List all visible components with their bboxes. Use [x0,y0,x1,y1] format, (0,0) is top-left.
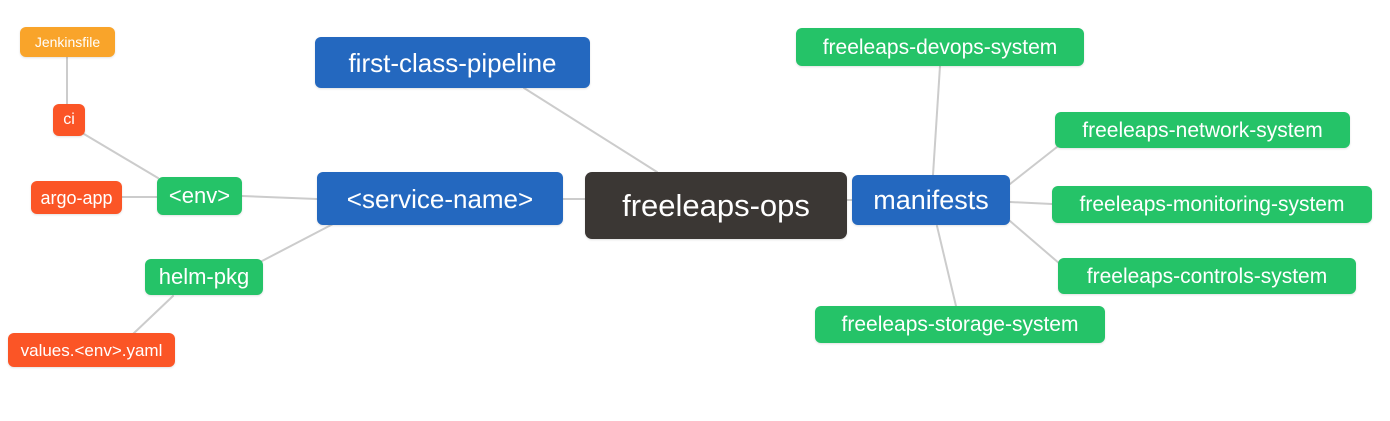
connector-env-service-name [241,195,318,200]
node-argo-app[interactable]: argo-app [31,181,122,214]
node-manifests[interactable]: manifests [852,175,1010,225]
node-freeleaps-network-system[interactable]: freeleaps-network-system [1055,112,1350,148]
connector-ci-env [83,133,159,179]
connector-manifests-monitoring [1009,201,1053,205]
node-service-name[interactable]: <service-name> [317,172,563,225]
connector-values-helm-pkg [132,295,174,335]
node-jenkinsfile[interactable]: Jenkinsfile [20,27,115,57]
node-values-env-yaml[interactable]: values.<env>.yaml [8,333,175,367]
node-freeleaps-controls-system[interactable]: freeleaps-controls-system [1058,258,1356,294]
connector-manifests-network [1009,146,1058,185]
node-freeleaps-storage-system[interactable]: freeleaps-storage-system [815,306,1105,343]
node-freeleaps-devops-system[interactable]: freeleaps-devops-system [796,28,1084,66]
node-helm-pkg[interactable]: helm-pkg [145,259,263,295]
connector-manifests-storage [936,225,957,307]
connector-pipeline-root [523,87,658,173]
node-freeleaps-monitoring-system[interactable]: freeleaps-monitoring-system [1052,186,1372,223]
node-first-class-pipeline[interactable]: first-class-pipeline [315,37,590,88]
node-env[interactable]: <env> [157,177,242,215]
node-ci[interactable]: ci [53,104,85,136]
connector-manifests-devops [932,65,941,176]
connector-helm-pkg-service-name [261,223,334,262]
node-freeleaps-ops[interactable]: freeleaps-ops [585,172,847,239]
connector-manifests-controls [1009,220,1061,265]
